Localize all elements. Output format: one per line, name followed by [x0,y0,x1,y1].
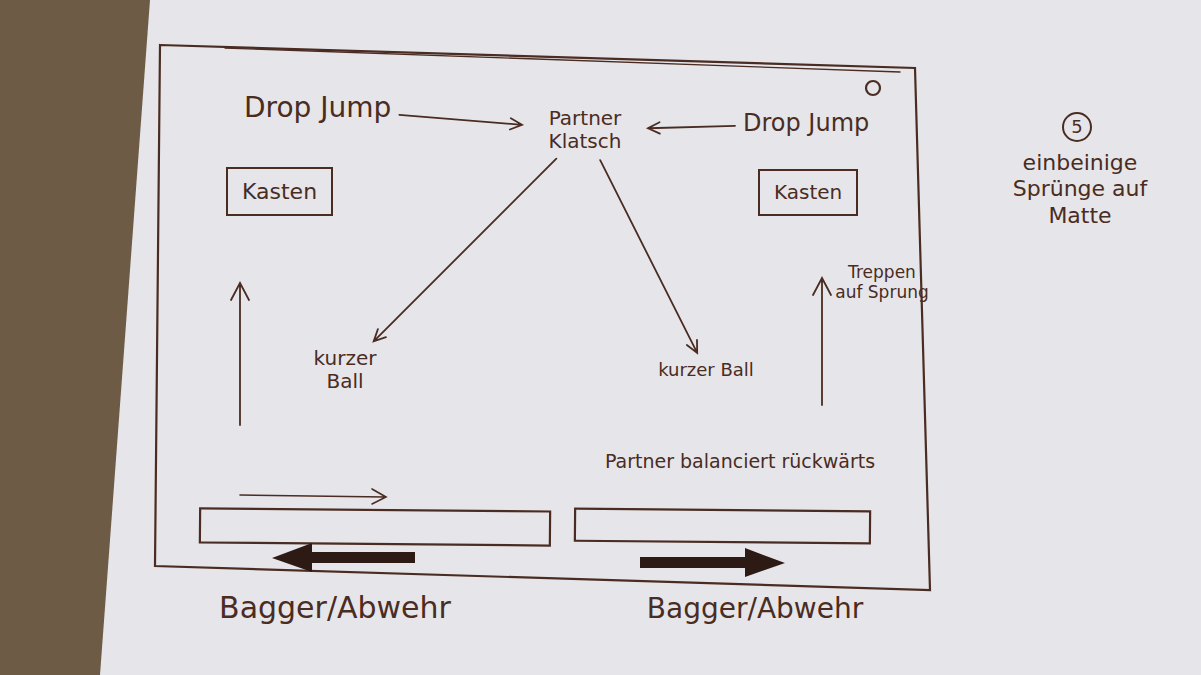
arrow-line [399,115,522,130]
flow-arrow [600,160,697,353]
thick-arrow-right [640,548,785,577]
arrow-line [374,159,557,342]
flow-arrow [648,122,735,133]
up-arrow [231,283,249,425]
arrow-line [600,160,697,353]
hall-outline [155,45,930,590]
station-label: Bagger/Abwehr [585,592,925,626]
direction-arrow [240,489,386,504]
hall-inner-line [225,48,900,72]
node-text: Drop Jump [244,92,391,124]
flow-arrow [399,115,522,130]
box-kasten: Kasten [226,167,333,216]
note-text: Partner balanciert rückwärts [590,450,890,473]
corner-circle [866,81,880,95]
station-label: Partner Klatsch [530,107,640,153]
node-text: Kasten [242,179,317,204]
station-label: Drop Jump [244,92,391,124]
bench [575,509,870,544]
node-text: Partner Klatsch [530,107,640,153]
station-label: kurzer Ball [295,347,395,393]
up-arrow [813,278,831,405]
note-text: einbeinige Sprünge auf Matte [1000,150,1160,229]
thick-arrows [272,543,785,577]
station-label: Drop Jump [743,110,869,138]
station-label: Bagger/Abwehr [160,590,510,626]
note-text: Treppen auf Sprung [832,262,932,303]
thick-arrow-left [272,543,415,572]
node-text: Drop Jump [743,110,869,138]
bench [200,508,550,545]
node-text: kurzer Ball [656,360,756,381]
node-text: kurzer Ball [295,347,395,393]
arrow-line [648,122,735,133]
box-kasten: Kasten [758,169,858,216]
station-label: kurzer Ball [656,360,756,381]
flow-arrow [374,159,557,342]
callout-number: 5 [1062,112,1092,142]
node-text: Kasten [774,181,842,204]
table-edge [0,0,150,675]
